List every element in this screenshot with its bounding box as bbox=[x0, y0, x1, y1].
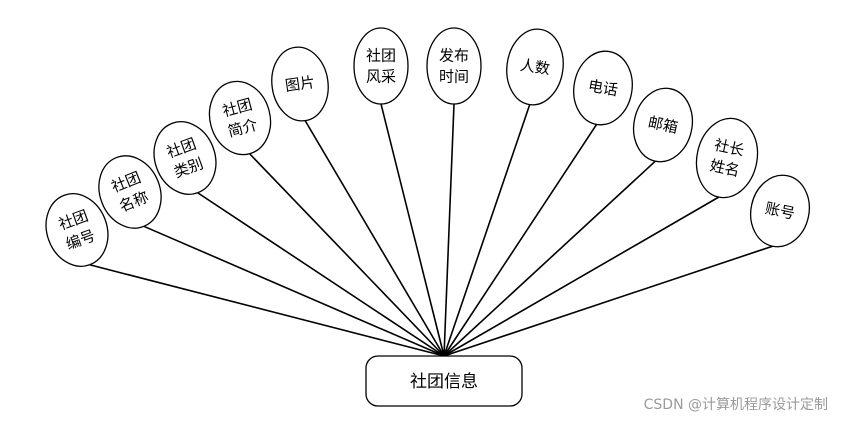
edge-11 bbox=[443, 196, 720, 357]
edge-12 bbox=[443, 245, 773, 357]
attribute-label: 姓名 bbox=[708, 156, 741, 180]
edge-7 bbox=[443, 103, 455, 357]
attribute-node: 账号 bbox=[750, 174, 810, 248]
edges bbox=[89, 103, 773, 357]
attribute-ellipse bbox=[573, 50, 633, 126]
entity-box bbox=[365, 355, 523, 407]
attributes: 社团编号社团名称社团类别社团简介图片社团风采发布时间人数电话邮箱社长姓名账号 bbox=[45, 27, 810, 267]
attribute-label: 时间 bbox=[439, 68, 469, 86]
watermark: CSDN @计算机程序设计定制 bbox=[643, 397, 828, 413]
attribute-label: 人数 bbox=[519, 56, 551, 78]
attribute-label: 风采 bbox=[366, 68, 396, 86]
edge-8 bbox=[443, 104, 531, 357]
attribute-label: 社团 bbox=[366, 47, 396, 65]
attribute-ellipse bbox=[208, 80, 272, 156]
attribute-ellipse bbox=[271, 46, 329, 122]
attribute-label: 账号 bbox=[763, 199, 796, 223]
edge-10 bbox=[443, 160, 656, 357]
attribute-node: 人数 bbox=[506, 28, 564, 106]
attribute-label: 图片 bbox=[284, 73, 316, 95]
attribute-ellipse bbox=[45, 193, 109, 267]
edge-4 bbox=[248, 153, 445, 357]
attribute-ellipse bbox=[353, 27, 409, 105]
attribute-ellipse bbox=[426, 27, 482, 105]
edge-6 bbox=[380, 103, 445, 357]
edge-5 bbox=[304, 120, 445, 357]
attribute-node: 邮箱 bbox=[632, 87, 694, 163]
entity-label: 社团信息 bbox=[410, 372, 478, 392]
attribute-ellipse bbox=[506, 28, 564, 106]
edge-3 bbox=[197, 192, 445, 357]
attribute-label: 发布 bbox=[439, 47, 469, 65]
attribute-ellipse bbox=[632, 87, 694, 163]
attribute-ellipse bbox=[153, 121, 217, 195]
edge-1 bbox=[89, 263, 445, 357]
attribute-node: 图片 bbox=[271, 46, 329, 122]
entity: 社团信息 bbox=[365, 355, 523, 407]
attribute-node: 电话 bbox=[573, 50, 633, 126]
edge-9 bbox=[443, 123, 598, 357]
attribute-ellipse bbox=[98, 155, 162, 229]
attribute-label: 邮箱 bbox=[646, 113, 679, 137]
attribute-label: 电话 bbox=[587, 77, 620, 100]
attribute-ellipse bbox=[695, 117, 759, 199]
attribute-ellipse bbox=[750, 174, 810, 248]
attribute-label: 社长 bbox=[713, 136, 746, 160]
edge-2 bbox=[143, 225, 445, 357]
